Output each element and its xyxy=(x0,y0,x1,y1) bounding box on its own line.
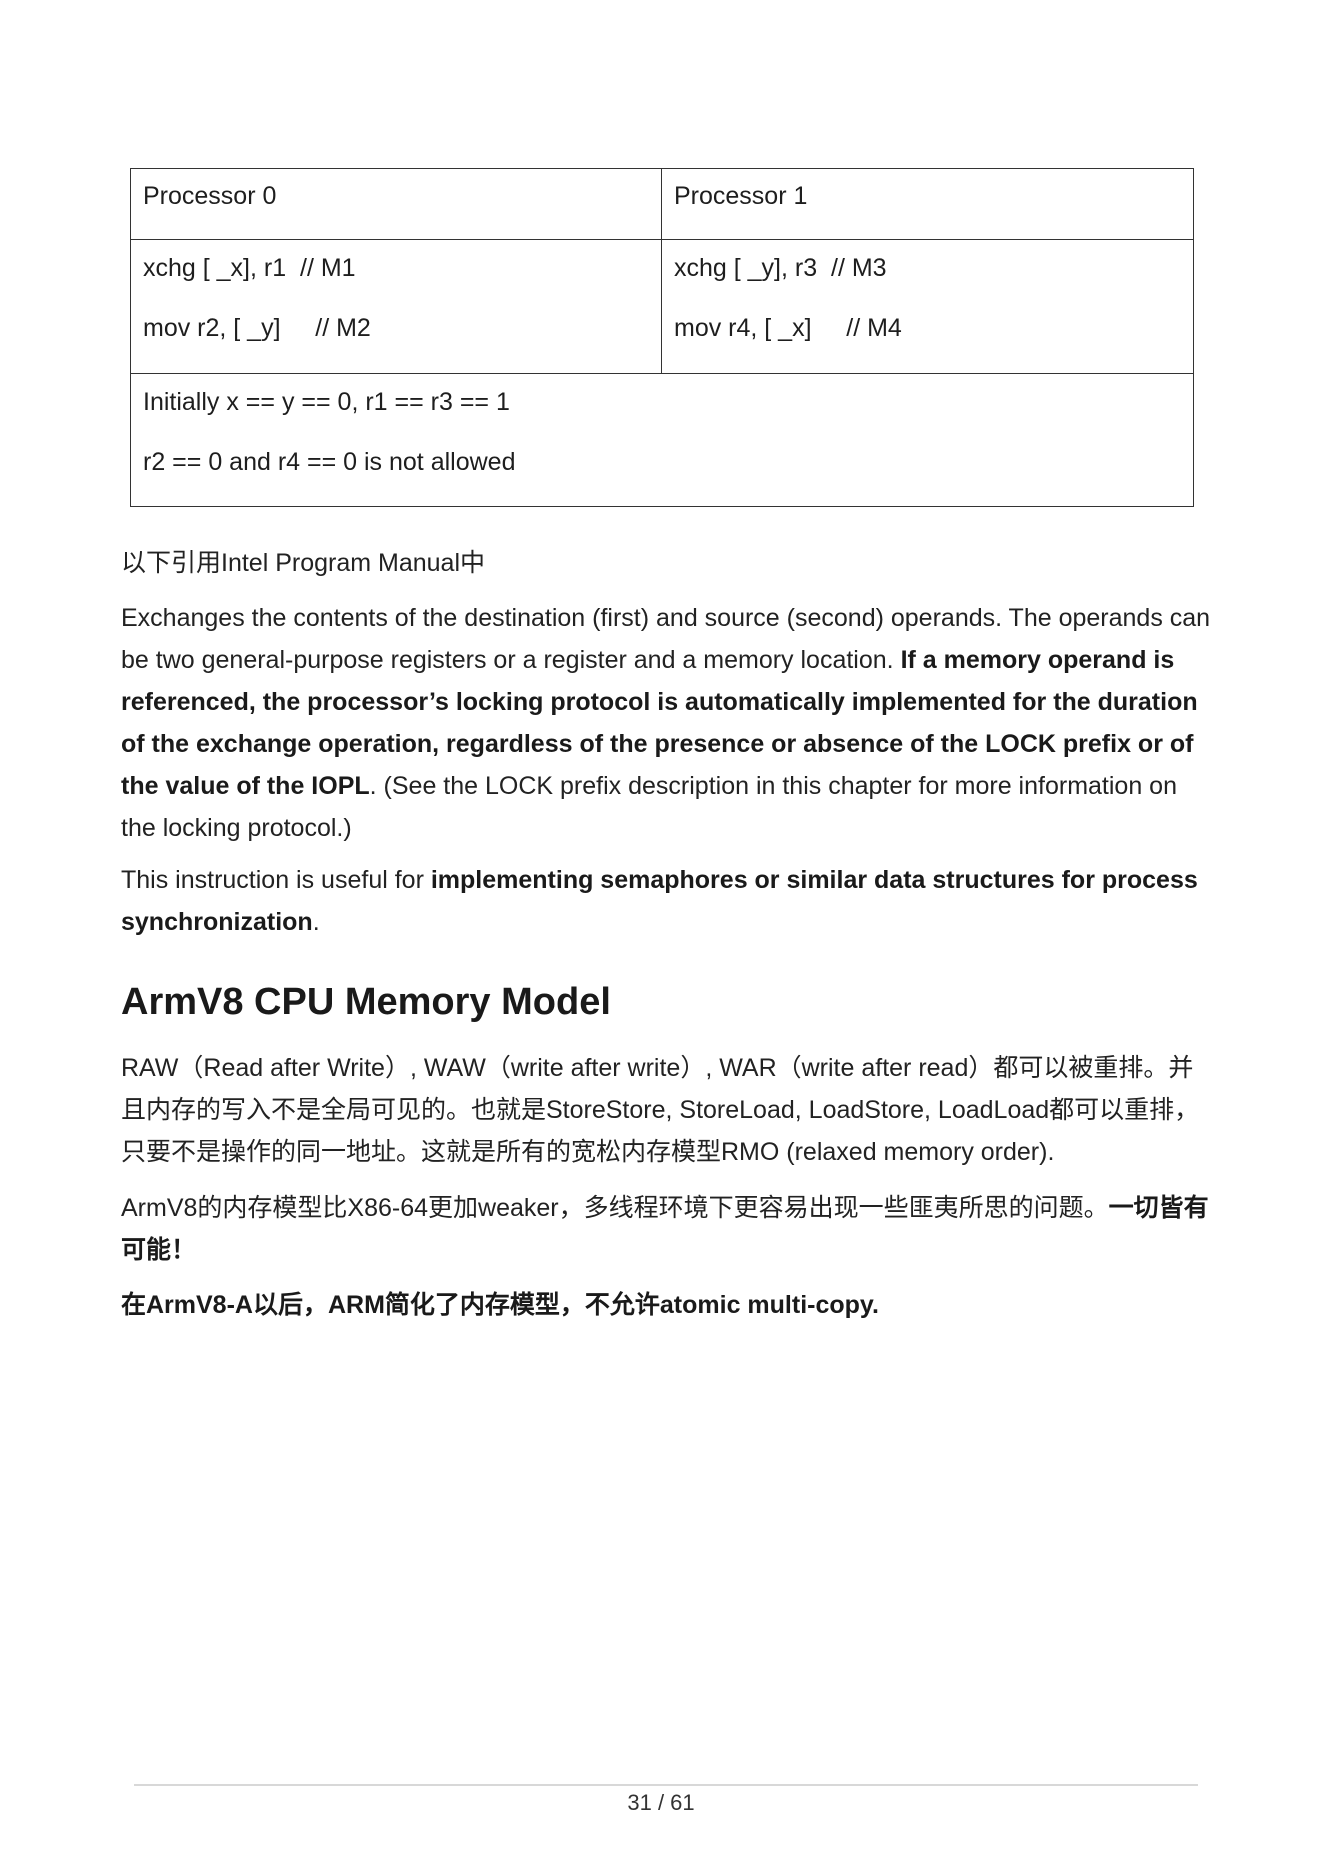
code-line: mov r4, [ _x] // M4 xyxy=(674,314,902,342)
page-number: 31 / 61 xyxy=(627,1790,695,1815)
paragraph-bold-text: 一切皆有可能！ xyxy=(121,1194,1209,1264)
intro-line: 以下引用Intel Program Manual中 xyxy=(121,549,486,577)
paragraph-bold-text: If a memory operand is referenced, the p… xyxy=(121,646,1198,800)
code-line: xchg [ _x], r1 // M1 xyxy=(143,254,356,282)
table-note-cell: Initially x == y == 0, r1 == r3 == 1 r2 … xyxy=(130,373,1194,507)
paragraph-text: Exchanges the contents of the destinatio… xyxy=(121,604,1211,674)
table-header-row: Processor 0 Processor 1 xyxy=(130,168,1194,240)
paragraph-usefulness: This instruction is useful for implement… xyxy=(121,859,1211,943)
note-line: Initially x == y == 0, r1 == r3 == 1 xyxy=(143,388,510,416)
note-line: r2 == 0 and r4 == 0 is not allowed xyxy=(143,448,516,476)
paragraph-reordering: RAW（Read after Write）, WAW（write after w… xyxy=(121,1054,1200,1166)
section-heading: ArmV8 CPU Memory Model xyxy=(121,981,611,1023)
table-header-cell: Processor 0 xyxy=(130,168,662,240)
code-line: xchg [ _y], r3 // M3 xyxy=(674,254,887,282)
processor-0-code-cell: xchg [ _x], r1 // M1 mov r2, [ _y] // M2 xyxy=(130,239,662,374)
table-header-cell: Processor 1 xyxy=(661,168,1194,240)
processor-table: Processor 0 Processor 1 xchg [ _x], r1 /… xyxy=(130,168,1194,507)
table-header-processor-0: Processor 0 xyxy=(143,182,277,210)
paragraph-weaker-model: ArmV8的内存模型比X86-64更加weaker，多线程环境下更容易出现一些匪… xyxy=(121,1187,1211,1271)
table-note-row: Initially x == y == 0, r1 == r3 == 1 r2 … xyxy=(130,373,1194,507)
paragraph-text: ArmV8的内存模型比X86-64更加weaker，多线程环境下更容易出现一些匪… xyxy=(121,1194,1109,1222)
processor-1-code-cell: xchg [ _y], r3 // M3 mov r4, [ _x] // M4 xyxy=(661,239,1194,374)
footer-divider xyxy=(134,1784,1198,1786)
code-line: mov r2, [ _y] // M2 xyxy=(143,314,371,342)
paragraph-text: . xyxy=(312,908,320,936)
paragraph-text: This instruction is useful for xyxy=(121,866,431,894)
paragraph-bold-text: implementing semaphores or similar data … xyxy=(121,866,1198,936)
paragraph-armv8a-note: 在ArmV8-A以后，ARM简化了内存模型，不允许atomic multi-co… xyxy=(121,1291,879,1319)
table-code-row: xchg [ _x], r1 // M1 mov r2, [ _y] // M2… xyxy=(130,239,1194,374)
table-header-processor-1: Processor 1 xyxy=(674,182,808,210)
paragraph-text: . (See the LOCK prefix description in th… xyxy=(121,772,1177,842)
paragraph-xchg-description: Exchanges the contents of the destinatio… xyxy=(121,597,1211,849)
